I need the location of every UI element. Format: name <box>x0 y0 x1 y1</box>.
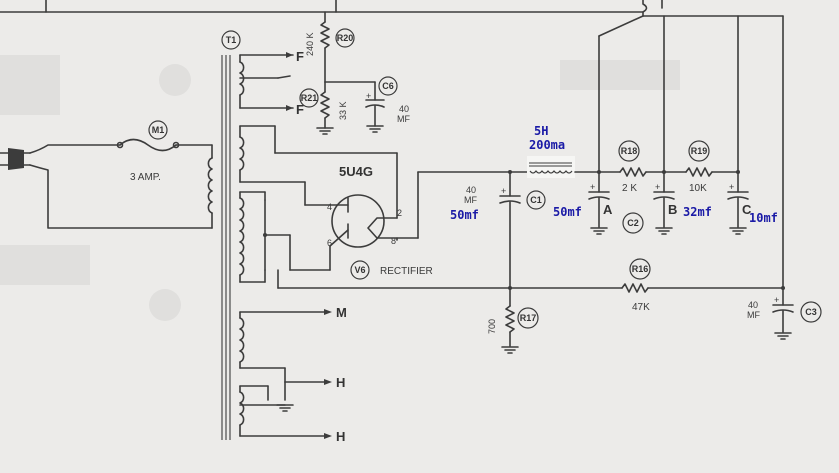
pin-4: 4 <box>327 202 332 212</box>
r17-resistor: R17 700 <box>487 287 539 354</box>
ground-icon <box>655 227 673 235</box>
rectifier-filament-winding <box>239 125 398 219</box>
annotation-b: 32mf <box>683 205 712 219</box>
filter-chain: R18 2 K R19 10K <box>597 15 784 306</box>
secondary-f-winding: F F <box>239 49 304 117</box>
tube-desc: RECTIFIER <box>380 266 433 277</box>
ground-icon <box>316 127 334 135</box>
pin-8: 8 <box>391 236 396 246</box>
tube-ref: V6 <box>354 265 365 275</box>
c2-section-c: + C <box>727 171 752 235</box>
ground-icon <box>774 332 792 340</box>
c6-capacitor: + C6 40 MF <box>365 76 410 133</box>
c2-tag: C2 <box>627 218 639 228</box>
annotation-c: 10mf <box>749 211 778 225</box>
annotation-a: 50mf <box>553 205 582 219</box>
pin-2: 2 <box>397 208 402 218</box>
ac-plug <box>0 148 31 170</box>
choke-inductor: 5H 200ma <box>527 124 600 178</box>
c1-value: 40 <box>466 185 476 195</box>
fuse-label: 3 AMP. <box>130 172 161 183</box>
c3-tag: C3 <box>805 307 817 317</box>
output-h1: H <box>336 375 345 390</box>
paper-texture <box>0 55 680 321</box>
annotation-c1: 50mf <box>450 208 479 222</box>
r20-tag: R20 <box>337 33 354 43</box>
choke-current: 200ma <box>529 138 565 152</box>
r18-value: 2 K <box>622 183 637 194</box>
output-m: M <box>336 305 347 320</box>
svg-text:+: + <box>501 186 506 196</box>
choke-inductance: 5H <box>534 124 548 138</box>
c6-value: 40 <box>399 104 409 114</box>
heater-windings: M H H <box>239 305 347 444</box>
r16-tag: R16 <box>632 264 649 274</box>
pin-6: 6 <box>327 238 332 248</box>
r20-value: 240 K <box>305 32 315 56</box>
ground-icon <box>590 227 608 235</box>
c2-c-label: C <box>742 202 752 217</box>
svg-text:+: + <box>590 182 595 192</box>
fuse-m1: M1 3 AMP. <box>116 120 180 183</box>
bplus-bus <box>396 170 528 239</box>
r20-resistor: R20 240 K <box>305 11 355 83</box>
meter-tag: M1 <box>152 125 165 135</box>
r17-value: 700 <box>487 319 497 334</box>
c2-b-label: B <box>668 202 677 217</box>
r21-tag: R21 <box>301 93 318 103</box>
transformer-tag: T1 <box>226 35 237 45</box>
svg-text:+: + <box>774 295 779 305</box>
c1-capacitor: + 40 MF C1 <box>464 171 546 290</box>
c2-capacitor-bank: + A + B + C <box>588 171 752 235</box>
c3-value: 40 <box>748 300 758 310</box>
r19-value: 10K <box>689 183 707 194</box>
rectifier-tube: 5U4G 4 6 2 8 V6 RECTIFIER <box>327 164 433 280</box>
r16-resistor: R16 47K <box>621 258 785 313</box>
f-top-label: F <box>296 49 304 64</box>
c6-unit: MF <box>397 114 410 124</box>
c2-section-b: + B <box>653 171 677 235</box>
primary-winding <box>207 144 213 229</box>
c1-tag: C1 <box>530 195 542 205</box>
svg-text:+: + <box>655 182 660 192</box>
r18-tag: R18 <box>621 146 638 156</box>
tube-type: 5U4G <box>339 164 373 179</box>
c2-a-label: A <box>603 202 613 217</box>
value-annotations: 50mf 50mf 32mf 10mf <box>450 205 778 225</box>
ground-icon <box>729 227 747 235</box>
c2-section-a: + A <box>588 171 613 235</box>
r19-tag: R19 <box>691 146 708 156</box>
output-h2: H <box>336 429 345 444</box>
svg-text:+: + <box>366 91 371 101</box>
r21-resistor: R21 33 K <box>299 81 376 135</box>
c6-tag: C6 <box>382 81 394 91</box>
f-bottom-label: F <box>296 102 304 117</box>
r17-tag: R17 <box>520 313 537 323</box>
ground-icon <box>276 404 294 412</box>
transformer-core: T1 <box>221 30 241 440</box>
ac-line-wires <box>29 144 213 229</box>
r16-value: 47K <box>632 302 650 313</box>
svg-text:+: + <box>729 182 734 192</box>
ground-icon <box>366 125 384 133</box>
c1-unit: MF <box>464 195 477 205</box>
c3-unit: MF <box>747 310 760 320</box>
ground-icon <box>501 346 519 354</box>
hv-winding <box>239 191 623 289</box>
top-bus <box>0 0 784 17</box>
r21-value: 33 K <box>338 101 348 120</box>
c3-capacitor: + 40 MF C3 <box>747 295 822 340</box>
